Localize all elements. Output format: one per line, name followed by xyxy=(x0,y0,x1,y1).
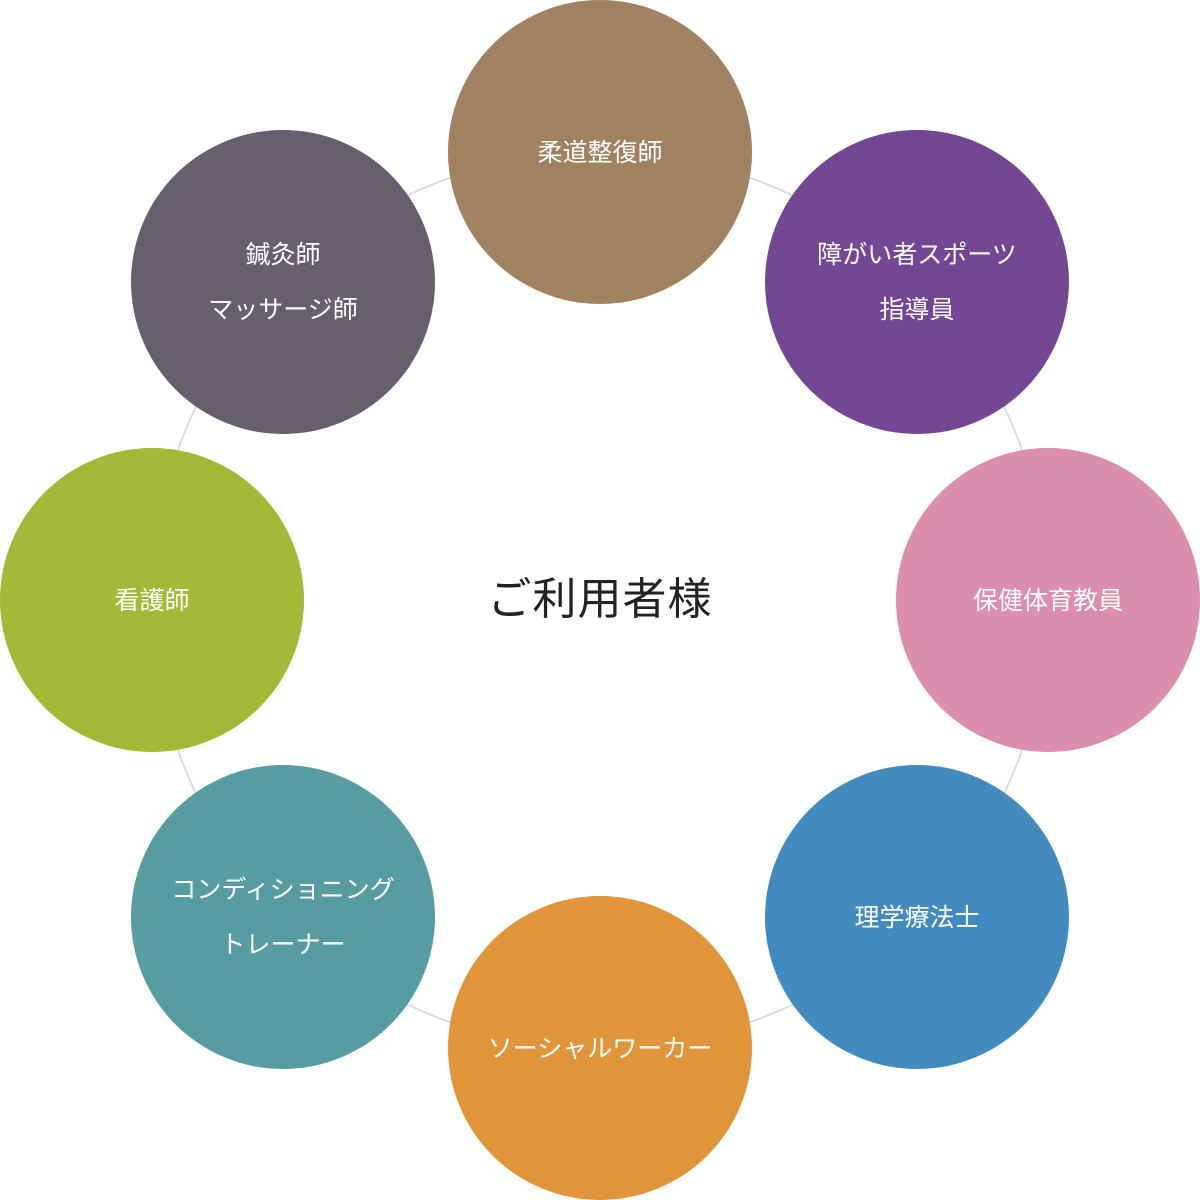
node-social-worker: ソーシャルワーカー xyxy=(448,896,752,1200)
node-physical-therapist: 理学療法士 xyxy=(765,765,1069,1069)
node-disability-sports-instructor: 障がい者スポーツ 指導員 xyxy=(765,130,1069,434)
node-health-pe-teacher: 保健体育教員 xyxy=(896,448,1200,752)
node-nurse: 看護師 xyxy=(0,448,304,752)
node-judo-therapist: 柔道整復師 xyxy=(448,0,752,304)
node-label-line: コンディショニング xyxy=(171,875,395,904)
node-label-line: 障がい者スポーツ xyxy=(817,240,1017,269)
node-label-line: 保健体育教員 xyxy=(972,585,1123,615)
node-label-line: 鍼灸師 xyxy=(245,240,321,269)
node-acupuncture-massage-therapist: 鍼灸師 マッサージ師 xyxy=(131,130,435,434)
node-conditioning-trainer: コンディショニング トレーナー xyxy=(131,765,435,1069)
node-label-line: マッサージ師 xyxy=(208,295,358,324)
node-label-line: ソーシャルワーカー xyxy=(487,1033,713,1063)
node-label-line: 柔道整復師 xyxy=(537,137,663,167)
node-label-line: トレーナー xyxy=(220,930,346,959)
node-label-line: 指導員 xyxy=(879,295,955,324)
center-label: ご利用者様 xyxy=(487,574,713,625)
node-label-line: 理学療法士 xyxy=(854,902,980,932)
node-label-line: 看護師 xyxy=(114,585,190,615)
